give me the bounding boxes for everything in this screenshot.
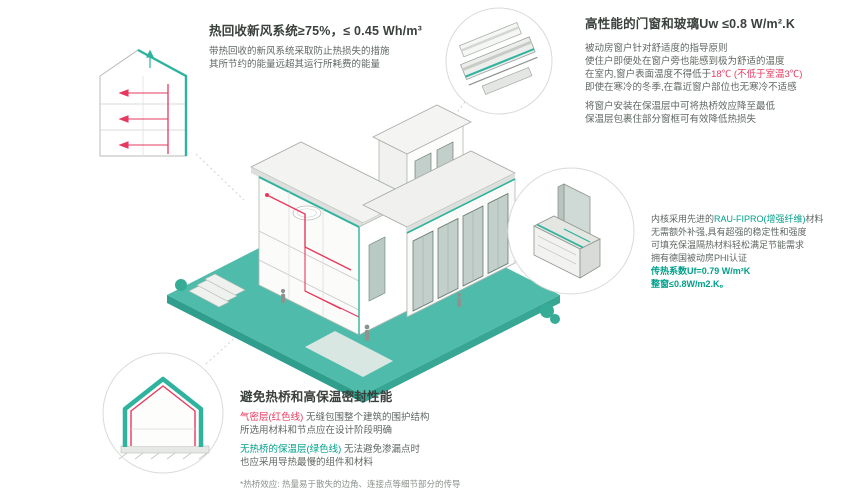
- windows-line-3-text: 在室内,窗户表面温度不得低于: [585, 69, 712, 80]
- windows-line-2: 使住户即便处在窗户旁也能感到极为舒适的温度: [585, 56, 785, 67]
- thermal-section: 避免热桥和高保温密封性能 气密层(红色线) 无缝包围整个建筑的围护结构 所选用材…: [240, 386, 461, 491]
- insulation-layer-label: 无热桥的保温层(绿色线): [240, 444, 342, 455]
- window-corner-detail: [445, 7, 553, 115]
- thermal-line-3-rest: 无法避免渗漏点时: [341, 444, 420, 455]
- profile-line-3: 可填充保温隔热材料轻松满足节能需求: [651, 240, 805, 250]
- profile-uf-value: 传热系数Uf=0.79 W/m²K: [651, 266, 751, 276]
- ventilation-line-1: 带热回收的新风系统采取防止热损失的措施: [209, 46, 390, 57]
- windows-line-5: 将窗户安装在保温层中可将热桥效应降至最低: [585, 101, 776, 112]
- thermal-line-2: 所选用材料和节点应在设计阶段明确: [240, 425, 393, 436]
- windows-line-4: 即使在寒冷的冬季,在靠近窗户部位也无寒冷不适感: [585, 82, 797, 93]
- profile-line-1-post: 材料: [805, 214, 824, 224]
- profile-material-name: RAU-FIPRO(增强纤维): [714, 214, 806, 224]
- thermal-line-4: 也应采用导热最慢的组件和材料: [240, 457, 374, 468]
- thermal-line-1-rest: 无缝包围整个建筑的围护结构: [303, 412, 430, 423]
- windows-line-3-highlight: 18℃ (不低于室温3℃): [711, 69, 803, 80]
- ventilation-section: 热回收新风系统≥75%，≤ 0.45 Wh/m³ 带热回收的新风系统采取防止热损…: [209, 20, 422, 71]
- ventilation-section-illustration: [99, 48, 188, 157]
- isometric-house-illustration: [167, 104, 560, 403]
- thermal-title: 避免热桥和高保温密封性能: [240, 390, 393, 404]
- windows-title-value: ≤0.8 W/m².K: [722, 17, 796, 31]
- profile-line-4: 拥有德国被动房PHI认证: [651, 253, 748, 263]
- thermal-line-3: 无热桥的保温层(绿色线) 无法避免渗漏点时: [240, 443, 461, 456]
- windows-section: 高性能的门窗和玻璃Uw ≤0.8 W/m².K 被动房窗户针对舒适度的指导原则 …: [585, 13, 802, 126]
- ventilation-title: 热回收新风系统≥75%，≤ 0.45 Wh/m³: [209, 20, 422, 39]
- profile-line-1: 内核采用先进的RAU-FIPRO(增强纤维)材料: [651, 213, 824, 226]
- windows-body: 被动房窗户针对舒适度的指导原则 使住户即便处在窗户旁也能感到极为舒适的温度 在室…: [585, 42, 802, 126]
- thermal-line-1: 气密层(红色线) 无缝包围整个建筑的围护结构: [240, 411, 461, 424]
- profile-section: 内核采用先进的RAU-FIPRO(增强纤维)材料 无需额外补强,具有超强的稳定性…: [651, 213, 824, 291]
- profile-line-2: 无需额外补强,具有超强的稳定性和强度: [651, 227, 807, 237]
- window-profile-detail: [507, 167, 635, 295]
- ventilation-line-2: 其所节约的能量远超其运行所耗费的能量: [209, 59, 381, 70]
- airtight-layer-label: 气密层(红色线): [240, 412, 304, 423]
- windows-line-6: 保温层包裹住部分窗框可有效降低热损失: [585, 114, 757, 125]
- gable-section-illustration: [102, 352, 224, 474]
- windows-line-3: 在室内,窗户表面温度不得低于18℃ (不低于室温3℃): [585, 68, 802, 81]
- profile-uw-value: 整窗≤0.8W/m2.K。: [651, 279, 729, 289]
- house-right-wing: [362, 150, 516, 318]
- ventilation-title-text: 热回收新风系统≥75%，: [209, 24, 344, 38]
- ventilation-title-value: ≤ 0.45 Wh/m³: [343, 24, 422, 38]
- thermal-body: 气密层(红色线) 无缝包围整个建筑的围护结构 所选用材料和节点应在设计阶段明确 …: [240, 411, 461, 491]
- human-figures: [280, 288, 462, 341]
- windows-line-1: 被动房窗户针对舒适度的指导原则: [585, 43, 728, 54]
- ventilation-body: 带热回收的新风系统采取防止热损失的措施 其所节约的能量远超其运行所耗费的能量: [209, 45, 422, 71]
- windows-title-text: 高性能的门窗和玻璃Uw: [585, 17, 723, 31]
- thermal-footnote: *热桥效应: 热量易于散失的边角、连接点等细节部分的传导: [240, 479, 461, 489]
- profile-line-1-pre: 内核采用先进的: [651, 214, 715, 224]
- windows-title: 高性能的门窗和玻璃Uw ≤0.8 W/m².K: [585, 13, 802, 32]
